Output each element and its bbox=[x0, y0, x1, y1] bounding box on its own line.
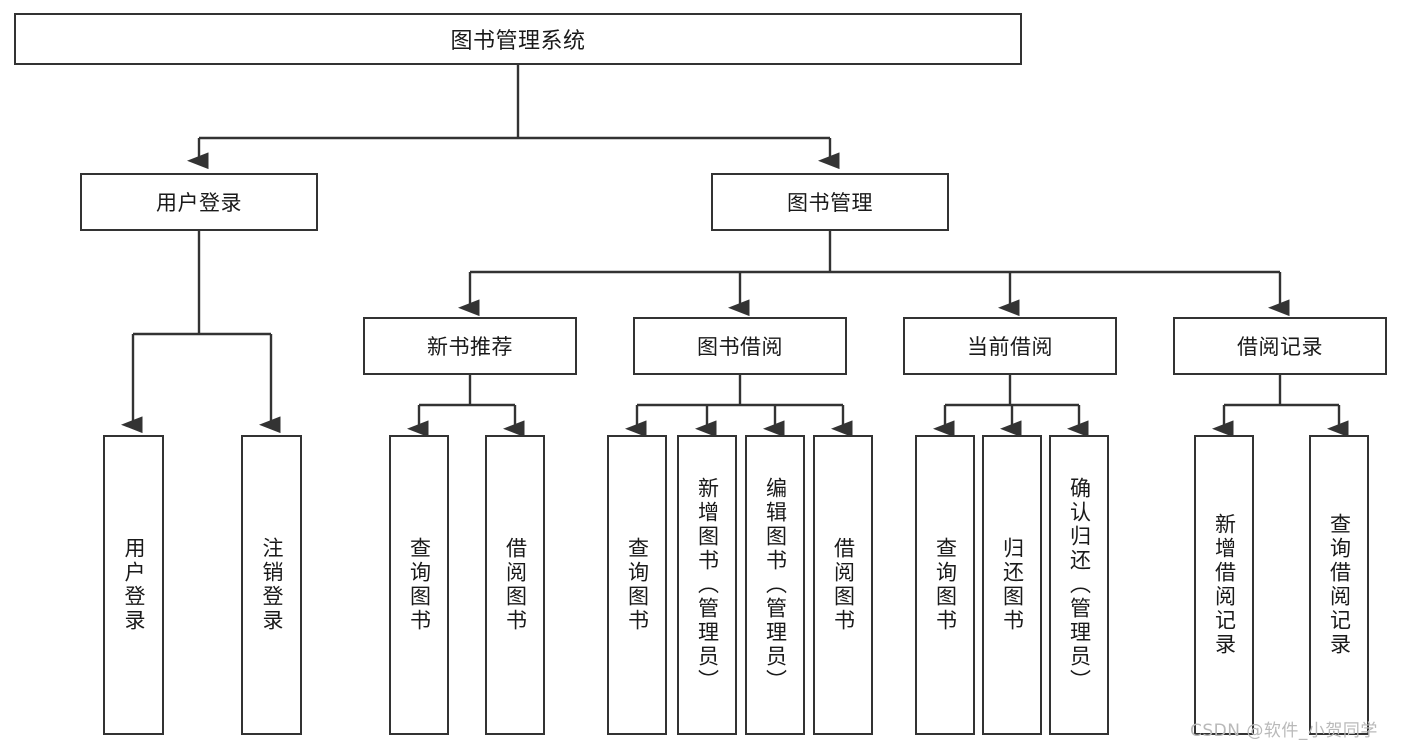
node-book-borrow[interactable]: 图书借阅 bbox=[633, 317, 847, 375]
leaf-borrow-query-book[interactable]: 查询图书 bbox=[607, 435, 667, 735]
node-borrow-record[interactable]: 借阅记录 bbox=[1173, 317, 1387, 375]
leaf-current-query-book[interactable]: 查询图书 bbox=[915, 435, 975, 735]
leaf-record-add-borrow-record[interactable]: 新增借阅记录 bbox=[1194, 435, 1254, 735]
node-user-login[interactable]: 用户登录 bbox=[80, 173, 318, 231]
node-root-book-management-system[interactable]: 图书管理系统 bbox=[14, 13, 1022, 65]
leaf-recommend-query-book[interactable]: 查询图书 bbox=[389, 435, 449, 735]
leaf-recommend-borrow-book[interactable]: 借阅图书 bbox=[485, 435, 545, 735]
node-book-management[interactable]: 图书管理 bbox=[711, 173, 949, 231]
leaf-current-confirm-return-admin[interactable]: 确认归还（管理员） bbox=[1049, 435, 1109, 735]
leaf-current-return-book[interactable]: 归还图书 bbox=[982, 435, 1042, 735]
csdn-watermark: CSDN @软件_小贺同学 bbox=[1190, 721, 1378, 741]
node-current-borrow[interactable]: 当前借阅 bbox=[903, 317, 1117, 375]
node-new-book-recommend[interactable]: 新书推荐 bbox=[363, 317, 577, 375]
leaf-borrow-borrow-book[interactable]: 借阅图书 bbox=[813, 435, 873, 735]
leaf-record-query-borrow-record[interactable]: 查询借阅记录 bbox=[1309, 435, 1369, 735]
leaf-logout-login[interactable]: 注销登录 bbox=[241, 435, 302, 735]
leaf-borrow-add-book-admin[interactable]: 新增图书（管理员） bbox=[677, 435, 737, 735]
leaf-user-login[interactable]: 用户登录 bbox=[103, 435, 164, 735]
leaf-borrow-edit-book-admin[interactable]: 编辑图书（管理员） bbox=[745, 435, 805, 735]
